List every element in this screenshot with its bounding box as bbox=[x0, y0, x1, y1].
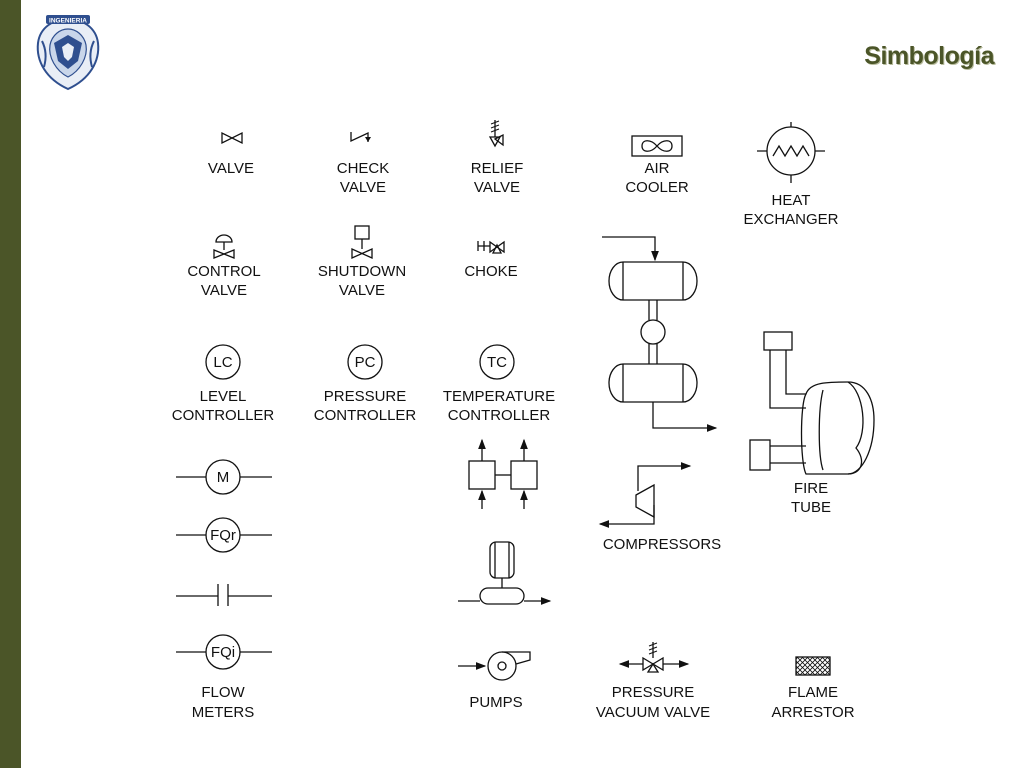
temperature-controller-tag: TC bbox=[487, 354, 507, 371]
pressure-vacuum-valve-label-1: PRESSURE bbox=[612, 684, 695, 701]
air-cooler-label-1: AIR bbox=[644, 160, 669, 177]
control-valve-label-2: VALVE bbox=[201, 282, 247, 299]
flow-indicator-symbol: FQi FLOW METERS bbox=[176, 634, 272, 721]
pumps-label: PUMPS bbox=[469, 694, 522, 711]
motor-symbol: M bbox=[176, 459, 272, 495]
level-controller-symbol: LC LEVEL CONTROLLER bbox=[172, 344, 275, 424]
pressure-vacuum-valve-symbol: PRESSURE VACUUM VALVE bbox=[596, 642, 710, 721]
pressure-vacuum-valve-label-2: VACUUM VALVE bbox=[596, 704, 710, 721]
temperature-controller-label-1: TEMPERATURE bbox=[443, 388, 555, 405]
heat-exchanger-symbol: HEAT EXCHANGER bbox=[743, 122, 839, 228]
compressors-label: COMPRESSORS bbox=[603, 536, 721, 553]
fire-tube-label-2: TUBE bbox=[791, 499, 831, 516]
pressure-controller-label-1: PRESSURE bbox=[324, 388, 407, 405]
shutdown-valve-symbol: SHUTDOWN VALVE bbox=[318, 225, 406, 299]
centrifugal-compressor-symbol: COMPRESSORS bbox=[598, 462, 721, 553]
air-cooler-label-2: COOLER bbox=[625, 179, 689, 196]
temperature-controller-symbol: TC TEMPERATURE CONTROLLER bbox=[443, 344, 555, 424]
slide-title: Simbología bbox=[864, 42, 994, 70]
flame-arrestor-label-1: FLAME bbox=[788, 684, 838, 701]
check-valve-label-2: VALVE bbox=[340, 179, 386, 196]
flow-indicator-tag: FQi bbox=[211, 644, 235, 661]
level-controller-label-2: CONTROLLER bbox=[172, 407, 275, 424]
temperature-controller-label-2: CONTROLLER bbox=[448, 407, 551, 424]
relief-valve-label-2: VALVE bbox=[474, 179, 520, 196]
valve-symbol: VALVE bbox=[208, 131, 254, 177]
fire-tube-label-1: FIRE bbox=[794, 480, 828, 497]
flame-arrestor-label-2: ARRESTOR bbox=[771, 704, 854, 721]
unam-engineering-logo: INGENIERIA bbox=[36, 15, 100, 91]
centrifugal-pump-symbol: PUMPS bbox=[458, 651, 531, 711]
valve-label: VALVE bbox=[208, 160, 254, 177]
control-valve-label-1: CONTROL bbox=[187, 263, 260, 280]
orifice-plate-symbol bbox=[176, 584, 272, 606]
flow-meters-label-2: METERS bbox=[192, 704, 255, 721]
check-valve-symbol: CHECK VALVE bbox=[337, 131, 390, 196]
shutdown-valve-label-1: SHUTDOWN bbox=[318, 263, 406, 280]
pressure-controller-label-2: CONTROLLER bbox=[314, 407, 417, 424]
check-valve-label-1: CHECK bbox=[337, 160, 390, 177]
flow-recorder-symbol: FQr bbox=[176, 517, 272, 553]
separator-vessels-symbol bbox=[602, 236, 718, 432]
flow-meters-label-1: FLOW bbox=[201, 684, 245, 701]
relief-valve-label-1: RELIEF bbox=[471, 160, 524, 177]
flame-arrestor-symbol: FLAME ARRESTOR bbox=[771, 656, 855, 721]
shutdown-valve-label-2: VALVE bbox=[339, 282, 385, 299]
motor-tag: M bbox=[217, 469, 230, 486]
choke-label: CHOKE bbox=[464, 263, 517, 280]
air-cooler-symbol: AIR COOLER bbox=[625, 135, 689, 196]
relief-valve-symbol: RELIEF VALVE bbox=[471, 120, 524, 196]
pressure-controller-tag: PC bbox=[355, 354, 376, 371]
level-controller-label-1: LEVEL bbox=[200, 388, 247, 405]
logo-text: INGENIERIA bbox=[49, 18, 87, 25]
control-valve-symbol: CONTROL VALVE bbox=[187, 234, 261, 299]
level-controller-tag: LC bbox=[213, 354, 232, 371]
heat-exchanger-label-2: EXCHANGER bbox=[743, 211, 838, 228]
choke-symbol: CHOKE bbox=[464, 240, 518, 280]
reciprocating-compressor-symbol bbox=[468, 438, 538, 509]
fire-tube-symbol: FIRE TUBE bbox=[749, 331, 875, 516]
vertical-pump-symbol bbox=[458, 541, 552, 605]
left-accent-bar bbox=[0, 0, 21, 768]
flow-recorder-tag: FQr bbox=[210, 527, 236, 544]
pressure-controller-symbol: PC PRESSURE CONTROLLER bbox=[314, 344, 417, 424]
heat-exchanger-label-1: HEAT bbox=[772, 192, 811, 209]
